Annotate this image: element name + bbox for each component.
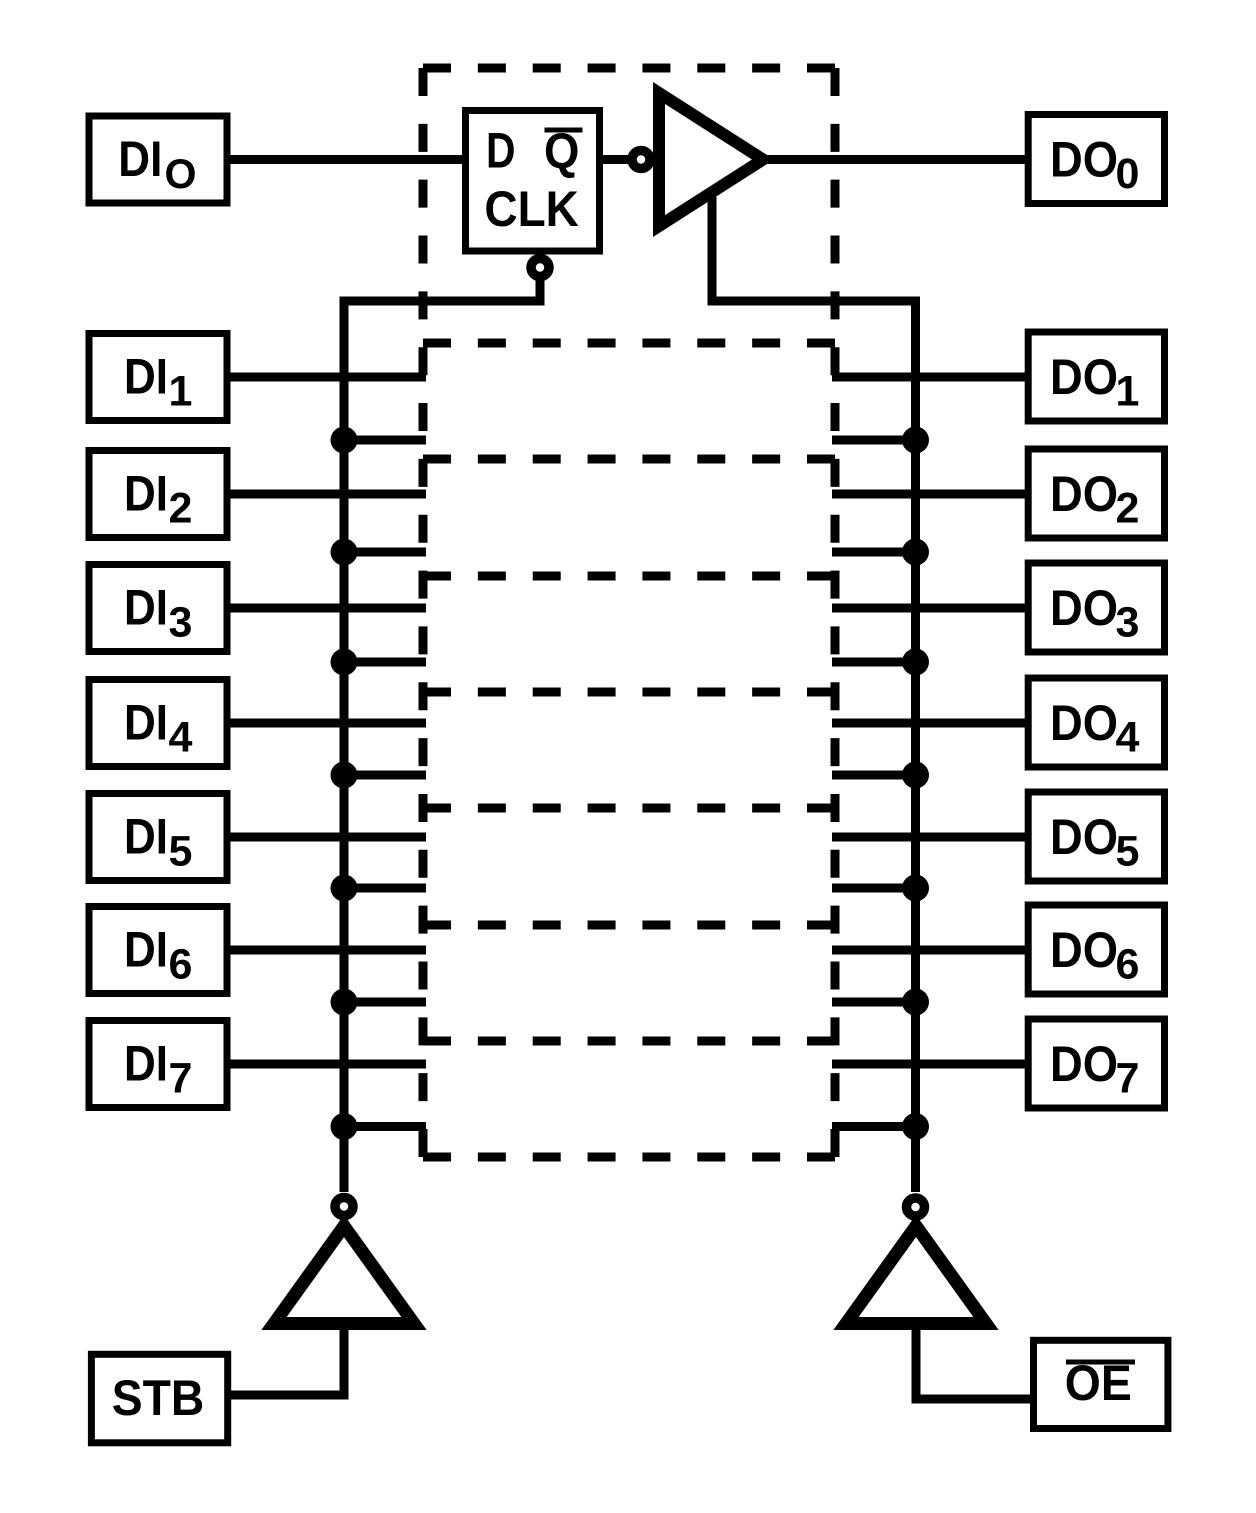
svg-text:D: D <box>486 123 516 179</box>
svg-text:5: 5 <box>169 828 193 876</box>
svg-text:7: 7 <box>1116 1055 1140 1103</box>
svg-text:7: 7 <box>169 1055 193 1103</box>
svg-text:4: 4 <box>1116 714 1140 762</box>
svg-text:CLK: CLK <box>484 181 579 237</box>
svg-text:2: 2 <box>1116 485 1140 533</box>
svg-text:DI: DI <box>124 1036 168 1092</box>
svg-text:DI: DI <box>124 922 168 978</box>
svg-text:5: 5 <box>1116 828 1140 876</box>
svg-text:DI: DI <box>124 466 168 522</box>
svg-text:1: 1 <box>1116 368 1140 416</box>
svg-text:STB: STB <box>112 1370 205 1426</box>
svg-text:6: 6 <box>169 941 193 989</box>
svg-text:DO: DO <box>1050 349 1118 405</box>
svg-text:DI: DI <box>124 580 168 636</box>
svg-text:3: 3 <box>169 599 193 647</box>
svg-text:1: 1 <box>169 368 193 416</box>
svg-text:6: 6 <box>1116 941 1140 989</box>
svg-text:3: 3 <box>1116 599 1140 647</box>
svg-text:4: 4 <box>169 714 193 762</box>
svg-text:DI: DI <box>124 695 168 751</box>
svg-text:DO: DO <box>1050 695 1118 751</box>
svg-text:DI: DI <box>124 349 168 405</box>
svg-text:DO: DO <box>1050 1036 1118 1092</box>
svg-text:0: 0 <box>1116 150 1140 198</box>
svg-text:DO: DO <box>1050 580 1118 636</box>
svg-text:DI: DI <box>118 131 162 187</box>
svg-text:O: O <box>165 150 197 197</box>
svg-text:DO: DO <box>1050 922 1118 978</box>
svg-text:DI: DI <box>124 809 168 865</box>
svg-text:DO: DO <box>1050 466 1118 522</box>
svg-text:2: 2 <box>169 485 193 533</box>
svg-text:DO: DO <box>1050 132 1118 188</box>
svg-text:DO: DO <box>1050 809 1118 865</box>
